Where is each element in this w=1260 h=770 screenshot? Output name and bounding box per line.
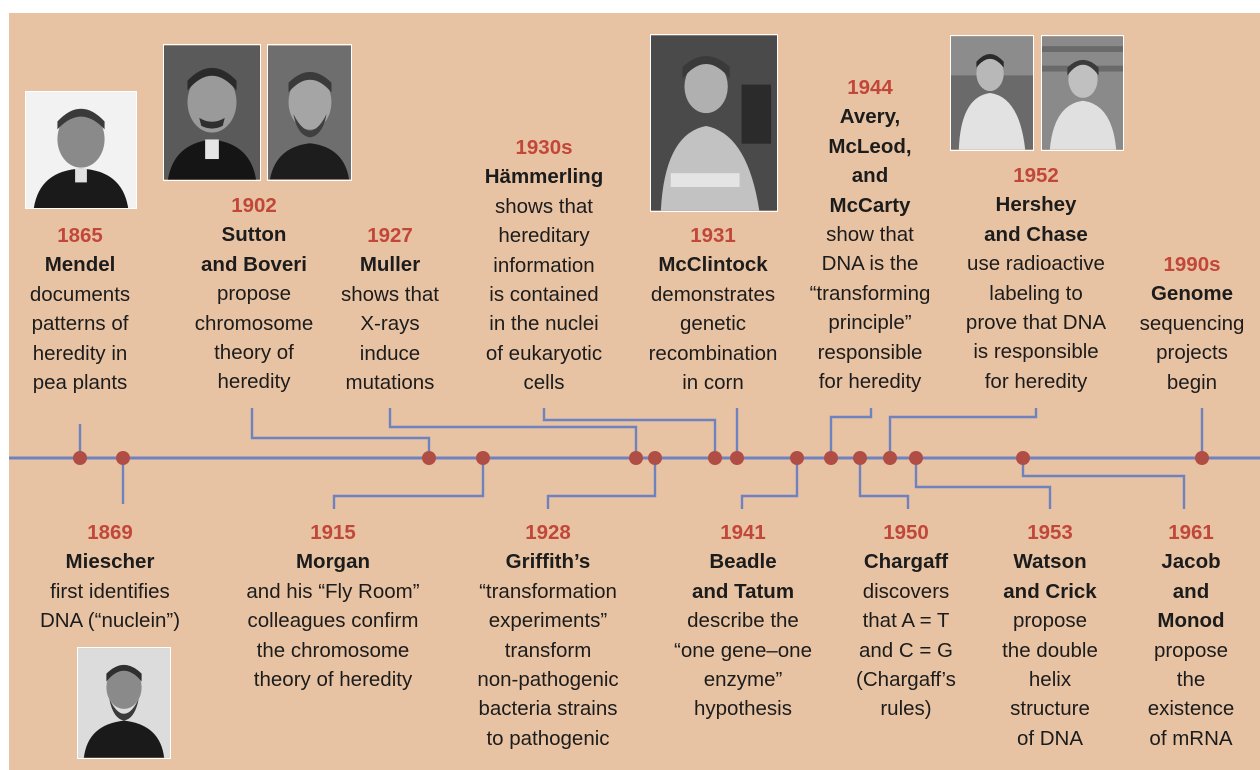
event-year: 1915 [310, 521, 356, 544]
marker-1941 [790, 451, 804, 465]
connector-1930s [542, 408, 717, 458]
event-description: demonstrates genetic recombination in co… [648, 282, 778, 395]
mcclintock-portrait [650, 34, 778, 212]
event-year: 1952 [1013, 164, 1059, 187]
event-description: “transformation experiments” transform n… [477, 579, 619, 750]
event-1931-mcclintock: 1931 McClintock demonstrates genetic rec… [634, 221, 792, 397]
marker-1915 [476, 451, 490, 465]
event-description: discovers that A = T and C = G (Chargaff… [856, 579, 956, 721]
event-1950-chargaff: 1950 Chargaff discovers that A = T and C… [841, 518, 971, 724]
event-1953-watson-crick: 1953 Watson and Crick propose the double… [984, 518, 1116, 753]
event-names: Sutton and Boveri [201, 223, 307, 276]
event-1928-griffith: 1928 Griffith’s “transformation experime… [457, 518, 639, 753]
event-description: sequencing projects begin [1139, 311, 1245, 394]
event-description: documents patterns of heredity in pea pl… [29, 282, 131, 395]
connector-1944 [829, 408, 873, 458]
event-year: 1953 [1027, 521, 1073, 544]
event-names: McClintock [658, 253, 768, 277]
event-description: shows that X-rays induce mutations [341, 282, 439, 395]
event-year: 1931 [690, 224, 736, 247]
event-names: Beadle and Tatum [691, 550, 795, 603]
event-year: 1944 [847, 76, 893, 99]
event-names: Muller [359, 253, 421, 277]
event-names: Hämmerling [484, 165, 604, 189]
event-year: 1902 [231, 194, 277, 217]
event-names: Griffith’s [505, 550, 591, 574]
event-description: and his “Fly Room” colleagues confirm th… [246, 579, 420, 692]
marker-1865 [73, 451, 87, 465]
event-description: shows that hereditary information is con… [485, 194, 603, 395]
event-year: 1990s [1163, 253, 1221, 276]
marker-1944 [824, 451, 838, 465]
event-description: propose the existence of mRNA [1147, 638, 1235, 750]
event-description: propose chromosome theory of heredity [194, 282, 314, 394]
event-year: 1865 [57, 224, 103, 247]
event-1869-miescher: 1869 Miescher first identifies DNA (“nuc… [31, 518, 189, 636]
event-year: 1927 [367, 224, 413, 247]
connector-1928 [546, 458, 657, 509]
boveri-portrait [267, 44, 352, 181]
event-description: show that DNA is the “transforming princ… [809, 223, 931, 394]
marker-1869 [116, 451, 130, 465]
event-1927-muller: 1927 Muller shows that X-rays induce mut… [331, 221, 449, 397]
event-names: Mendel [44, 253, 116, 277]
event-names: Jacob and Monod [1157, 550, 1225, 633]
event-1961-jacob-monod: 1961 Jacob and Monod propose the existen… [1132, 518, 1250, 753]
sutton-portrait [163, 44, 261, 181]
marker-1950 [853, 451, 867, 465]
marker-1928 [648, 451, 662, 465]
hershey-portrait [950, 35, 1034, 151]
marker-1927 [629, 451, 643, 465]
event-description: use radioactive labeling to prove that D… [965, 252, 1107, 393]
connector-1961 [1021, 458, 1186, 509]
event-names: Hershey and Chase [984, 193, 1088, 246]
event-names: Chargaff [863, 550, 949, 574]
event-year: 1869 [87, 521, 133, 544]
timeline-graphic [9, 408, 1260, 509]
event-description: propose the double helix structure of DN… [1002, 609, 1098, 750]
connector-1915 [332, 458, 485, 509]
event-year: 1930s [515, 136, 573, 159]
event-1865-mendel: 1865 Mendel documents patterns of heredi… [23, 221, 137, 397]
event-names: Avery, McLeod, and McCarty [828, 105, 912, 217]
event-year: 1950 [883, 521, 929, 544]
event-1902-sutton-boveri: 1902 Sutton and Boveri propose chromosom… [179, 191, 329, 397]
connector-1927 [388, 408, 638, 458]
event-year: 1941 [720, 521, 766, 544]
marker-1990s [1195, 451, 1209, 465]
event-1944-avery: 1944 Avery, McLeod, and McCarty show tha… [795, 73, 945, 396]
event-names: Genome [1150, 282, 1234, 306]
event-1952-hershey-chase: 1952 Hershey and Chase use radioactive l… [949, 161, 1123, 396]
marker-1952 [883, 451, 897, 465]
chase-portrait [1041, 35, 1124, 151]
connector-1902 [250, 408, 431, 458]
event-names: Watson and Crick [1003, 550, 1097, 603]
mendel-portrait [25, 91, 137, 209]
event-year: 1928 [525, 521, 571, 544]
event-1915-morgan: 1915 Morgan and his “Fly Room” colleague… [227, 518, 439, 694]
event-names: Miescher [65, 550, 155, 574]
miescher-portrait [77, 647, 171, 759]
event-1990s-genome: 1990s Genome sequencing projects begin [1127, 250, 1257, 397]
marker-1902 [422, 451, 436, 465]
timeline-canvas: 1865 Mendel documents patterns of heredi… [9, 13, 1260, 770]
connector-1941 [740, 458, 799, 509]
connector-1952 [888, 408, 1038, 458]
marker-1961 [1016, 451, 1030, 465]
marker-1930s [708, 451, 722, 465]
marker-1931 [730, 451, 744, 465]
event-1941-beadle-tatum: 1941 Beadle and Tatum describe the “one … [657, 518, 829, 724]
event-names: Morgan [295, 550, 371, 574]
event-year: 1961 [1168, 521, 1214, 544]
event-1930s-hammerling: 1930s Hämmerling shows that hereditary i… [467, 133, 621, 398]
connector-1950 [858, 458, 910, 509]
event-description: describe the “one gene–one enzyme” hypot… [674, 609, 812, 721]
connector-1953 [914, 458, 1052, 509]
event-description: first identifies DNA (“nuclein”) [39, 579, 181, 633]
marker-1953 [909, 451, 923, 465]
